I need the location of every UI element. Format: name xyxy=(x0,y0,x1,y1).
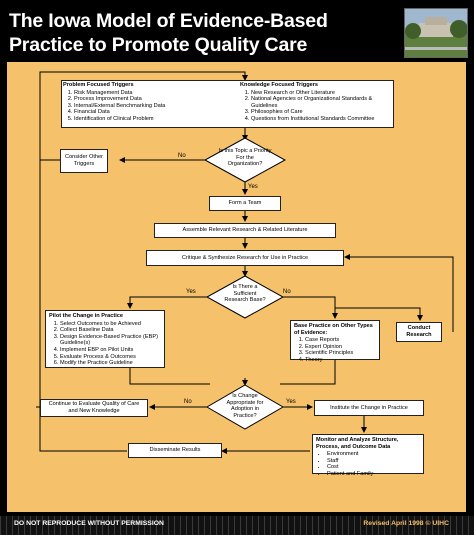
label-no-sufficient: No xyxy=(283,289,291,295)
base-practice-list: Case Reports Expert Opinion Scientific P… xyxy=(294,337,376,363)
campus-photo xyxy=(404,8,468,58)
label-yes-sufficient: Yes xyxy=(186,289,196,295)
list-item: Evaluate Process & Outcomes xyxy=(60,354,161,361)
footer-bar: DO NOT REPRODUCE WITHOUT PERMISSION Revi… xyxy=(0,516,474,535)
problem-triggers-list: Risk Management Data Process Improvement… xyxy=(63,90,231,123)
list-item: Implement EBP on Pilot Units xyxy=(60,347,161,354)
list-item: New Research or Other Literature xyxy=(251,90,392,97)
change-diamond xyxy=(206,384,284,430)
list-item: Theory xyxy=(305,357,376,364)
list-item: Expert Opinion xyxy=(305,344,376,351)
footer-permission: DO NOT REPRODUCE WITHOUT PERMISSION xyxy=(14,520,164,527)
conduct-research: Conduct Research xyxy=(396,322,442,342)
institute-change: Institute the Change in Practice xyxy=(314,400,424,416)
list-item: Environment xyxy=(327,451,420,458)
list-item: Design Evidence-Based Practice (EBP) Gui… xyxy=(60,334,161,347)
list-item: Staff xyxy=(327,458,420,465)
pilot-change: Pilot the Change in Practice Select Outc… xyxy=(45,310,165,368)
priority-question: Is this Topic a Priority For the Organiz… xyxy=(218,148,272,168)
list-item: Identification of Clinical Problem xyxy=(74,116,231,123)
label-yes-change: Yes xyxy=(286,399,296,405)
base-practice-heading: Base Practice on Other Types of Evidence… xyxy=(294,323,373,336)
list-item: Collect Baseline Data xyxy=(60,327,161,334)
knowledge-triggers: Knowledge Focused Triggers New Research … xyxy=(240,82,392,126)
continue-evaluate: Continue to Evaluate Quality of Care and… xyxy=(40,399,148,417)
page-title: The Iowa Model of Evidence-Based Practic… xyxy=(9,9,399,57)
list-item: Philosophies of Care xyxy=(251,109,392,116)
knowledge-triggers-heading: Knowledge Focused Triggers xyxy=(240,82,319,88)
list-item: Process Improvement Data xyxy=(74,96,231,103)
form-team: Form a Team xyxy=(209,196,281,211)
list-item: Questions from Institutional Standards C… xyxy=(251,116,392,123)
label-yes-priority: Yes xyxy=(248,184,258,190)
problem-triggers: Problem Focused Triggers Risk Management… xyxy=(63,82,231,126)
list-item: Modify the Practice Guideline xyxy=(60,360,161,367)
list-item: Scientific Principles xyxy=(305,350,376,357)
list-item: Patient and Family xyxy=(327,471,420,478)
monitor-list: Environment Staff Cost Patient and Famil… xyxy=(316,451,420,477)
list-item: Cost xyxy=(327,464,420,471)
disseminate-results: Disseminate Results xyxy=(128,443,222,458)
title-line-1: The Iowa Model of Evidence-Based xyxy=(9,10,328,32)
label-no-priority: No xyxy=(178,153,186,159)
list-item: National Agencies or Organizational Stan… xyxy=(251,96,392,109)
list-item: Case Reports xyxy=(305,337,376,344)
priority-diamond xyxy=(203,137,287,183)
pilot-list: Select Outcomes to be Achieved Collect B… xyxy=(49,321,161,367)
consider-other-triggers: Consider Other Triggers xyxy=(60,149,108,173)
list-item: Financial Data xyxy=(74,109,231,116)
base-practice: Base Practice on Other Types of Evidence… xyxy=(290,320,380,363)
list-item: Select Outcomes to be Achieved xyxy=(60,321,161,328)
title-line-2: Practice to Promote Quality Care xyxy=(9,34,308,56)
change-question: Is Change Appropriate for Adoption in Pr… xyxy=(226,393,264,419)
list-item: Risk Management Data xyxy=(74,90,231,97)
list-item: Internal/External Benchmarking Data xyxy=(74,103,231,110)
knowledge-triggers-list: New Research or Other Literature Nationa… xyxy=(240,90,392,123)
critique-synthesize: Critique & Synthesize Research for Use i… xyxy=(146,250,344,266)
sufficient-diamond xyxy=(205,275,285,319)
monitor-heading: Monitor and Analyze Structure, Process, … xyxy=(316,437,399,450)
problem-triggers-heading: Problem Focused Triggers xyxy=(63,82,134,88)
monitor-analyze: Monitor and Analyze Structure, Process, … xyxy=(312,434,424,477)
footer-revised: Revised April 1998 © UIHC xyxy=(363,520,449,527)
pilot-heading: Pilot the Change in Practice xyxy=(49,313,123,319)
sufficient-question: Is There a Sufficient Research Base? xyxy=(224,284,266,304)
assemble-research: Assemble Relevant Research & Related Lit… xyxy=(154,223,336,238)
label-no-change: No xyxy=(184,399,192,405)
